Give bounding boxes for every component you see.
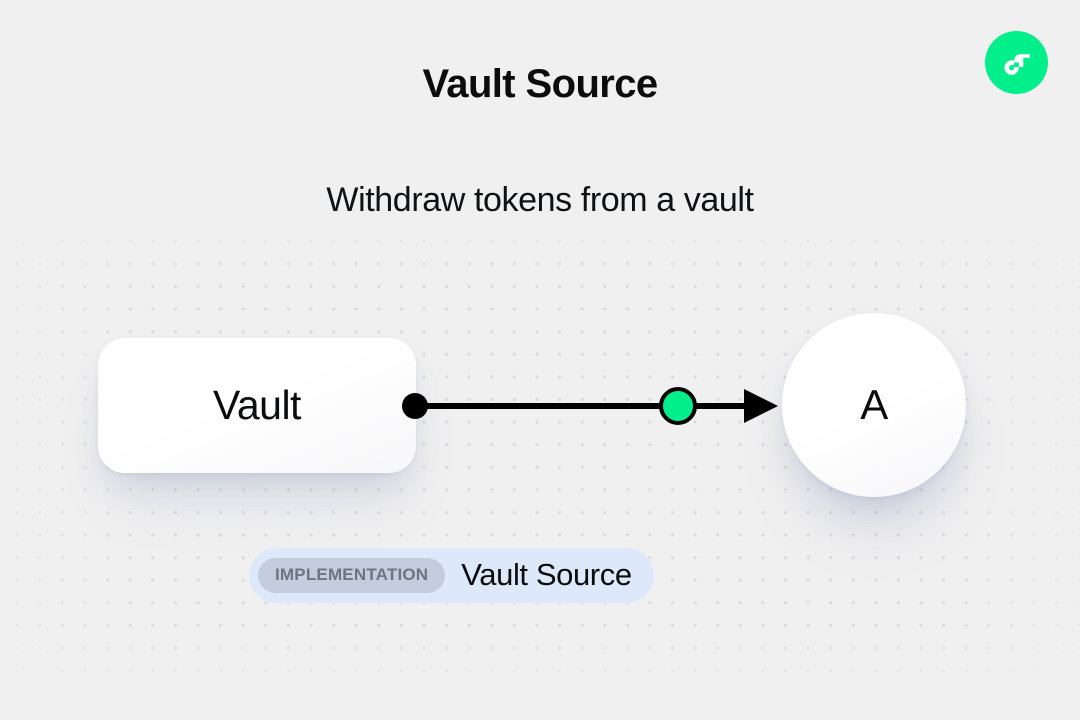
implementation-badge[interactable]: IMPLEMENTATION Vault Source: [249, 548, 654, 603]
implementation-name: Vault Source: [461, 556, 632, 592]
node-vault-label: Vault: [213, 382, 301, 428]
node-a[interactable]: A: [782, 313, 966, 497]
node-a-label: A: [860, 381, 888, 428]
edge-midpoint-handle-dot[interactable]: [659, 387, 697, 425]
edge-arrowhead-icon: [744, 389, 778, 423]
flow-logo-icon: [1000, 46, 1034, 80]
implementation-tag: IMPLEMENTATION: [258, 558, 446, 593]
edge-source-handle-dot[interactable]: [402, 393, 428, 419]
page-subtitle: Withdraw tokens from a vault: [326, 181, 754, 219]
node-vault[interactable]: Vault: [98, 338, 416, 473]
flow-logo-badge: [985, 31, 1048, 94]
page-title: Vault Source: [422, 62, 658, 106]
